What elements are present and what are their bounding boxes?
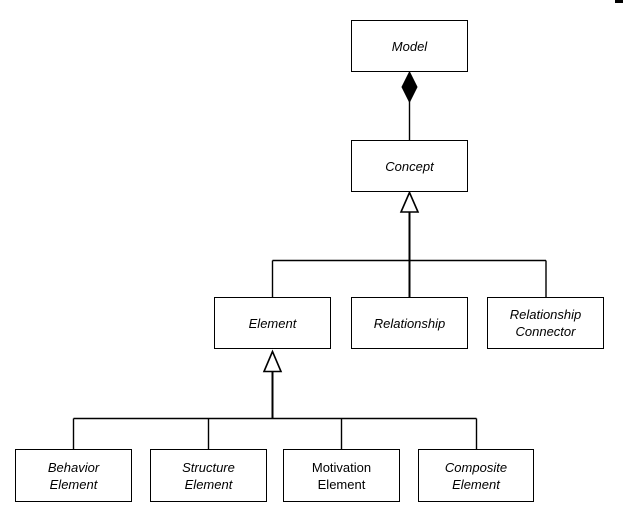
node-behavior-element: Behavior Element <box>15 449 132 502</box>
node-structure-element: Structure Element <box>150 449 267 502</box>
node-relationship: Relationship <box>351 297 468 349</box>
generalization-triangle-element-icon <box>262 349 283 373</box>
node-motivation-element: Motivation Element <box>283 449 400 502</box>
node-composite-element: Composite Element <box>418 449 534 502</box>
node-relationship-connector: Relationship Connector <box>487 297 604 349</box>
node-concept: Concept <box>351 140 468 192</box>
node-model: Model <box>351 20 468 72</box>
node-element: Element <box>214 297 331 349</box>
screen-edge-artifact <box>615 0 623 3</box>
composition-diamond-icon <box>401 70 418 104</box>
generalization-triangle-concept-icon <box>399 190 420 213</box>
